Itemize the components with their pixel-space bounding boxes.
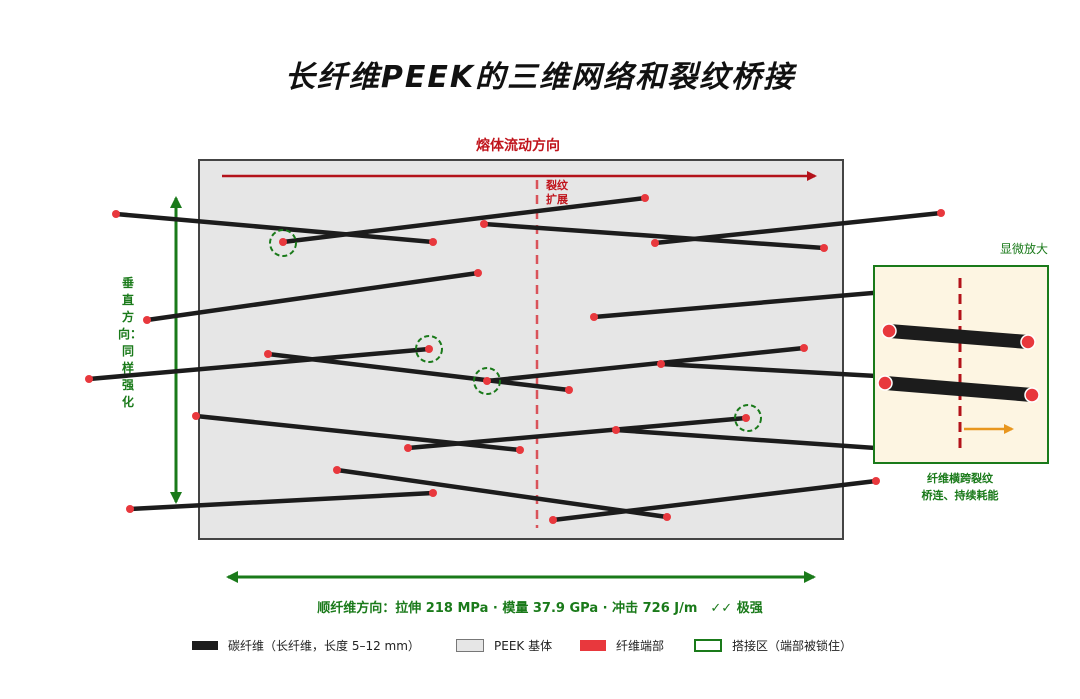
melt-flow-label: 熔体流动方向 (476, 138, 560, 154)
fiber-end (126, 505, 134, 513)
fiber-end (480, 220, 488, 228)
fiber-end (651, 239, 659, 247)
fiber (480, 220, 828, 252)
page-title: 长纤维PEEK的三维网络和裂纹桥接 (284, 60, 796, 95)
fiber-end (516, 446, 524, 454)
fiber-end (877, 375, 893, 391)
fiber-end (663, 513, 671, 521)
legend-item-end: 纤维端部 (580, 637, 664, 654)
fiber-end (742, 414, 750, 422)
fiber-end (612, 426, 620, 434)
fiber-end-swatch-icon (580, 640, 606, 651)
legend-label: 碳纤维（长纤维，长度 5–12 mm） (228, 639, 420, 653)
fiber-end (429, 489, 437, 497)
fiber-end (1020, 334, 1036, 350)
bridging-zones (269, 229, 762, 432)
fiber (85, 345, 433, 383)
fiber-end (279, 238, 287, 246)
legend-item-fiber: 碳纤维（长纤维，长度 5–12 mm） (192, 637, 420, 654)
crack-growth-label-1: 裂纹 (546, 179, 568, 192)
fiber-end (820, 244, 828, 252)
crack-growth-label-2: 扩展 (546, 193, 568, 206)
legend: 碳纤维（长纤维，长度 5–12 mm） PEEK 基体 纤维端部 搭接区（端部被… (0, 637, 1080, 657)
fiber-end (474, 269, 482, 277)
legend-label: 纤维端部 (616, 639, 665, 653)
fiber-end (549, 516, 557, 524)
zoom-inset (873, 265, 1049, 464)
zoom-caption-line-2: 桥连、持续耗能 (921, 489, 999, 502)
bridge-swatch-icon (694, 639, 722, 652)
fiber-end (641, 194, 649, 202)
legend-label: PEEK 基体 (494, 639, 553, 653)
fiber (264, 350, 573, 394)
bridging-zone (734, 404, 762, 432)
fiber (279, 194, 649, 246)
peek-matrix (198, 159, 844, 540)
bridging-zone (415, 335, 443, 363)
fiber (333, 466, 671, 521)
legend-item-bridge: 搭接区（端部被锁住） (694, 637, 852, 654)
fiber-end (264, 350, 272, 358)
zoom-fiber (884, 376, 1033, 402)
fiber (651, 209, 945, 247)
fiber-end (404, 444, 412, 452)
fiber-swatch-icon (192, 641, 218, 650)
zoom-fiber (888, 324, 1029, 349)
fiber-end (425, 345, 433, 353)
fiber-end (872, 477, 880, 485)
fiber-end (1024, 387, 1040, 403)
along-fiber-label: 顺纤维方向：拉伸 218 MPa · 模量 37.9 GPa · 冲击 726 … (317, 601, 763, 616)
fiber (404, 414, 750, 452)
fiber-end (881, 323, 897, 339)
fiber-end (85, 375, 93, 383)
fibers (85, 194, 952, 524)
fiber-end (565, 386, 573, 394)
fiber-end (800, 344, 808, 352)
vertical-label: 垂直方向：同样强化 (118, 276, 143, 409)
fiber-end (429, 238, 437, 246)
legend-label: 搭接区（端部被锁住） (732, 639, 853, 653)
zoom-caption: 纤维横跨裂纹 桥连、持续耗能 (870, 470, 1050, 504)
legend-item-peek: PEEK 基体 (456, 637, 552, 654)
fiber-end (192, 412, 200, 420)
zoom-caption-line-1: 纤维横跨裂纹 (927, 472, 993, 485)
fiber-end (112, 210, 120, 218)
fiber-end (333, 466, 341, 474)
fiber-end (937, 209, 945, 217)
fiber (483, 344, 808, 385)
bridging-zone (473, 367, 501, 395)
peek-swatch-icon (456, 639, 484, 652)
fiber-end (483, 377, 491, 385)
fiber (126, 489, 437, 513)
zoom-label: 显微放大 (1000, 242, 1049, 256)
bridging-zone (269, 229, 297, 257)
fiber (549, 477, 880, 524)
fiber-end (143, 316, 151, 324)
fiber (112, 210, 437, 246)
fiber-end (590, 313, 598, 321)
fiber-end (657, 360, 665, 368)
fiber (143, 269, 482, 324)
